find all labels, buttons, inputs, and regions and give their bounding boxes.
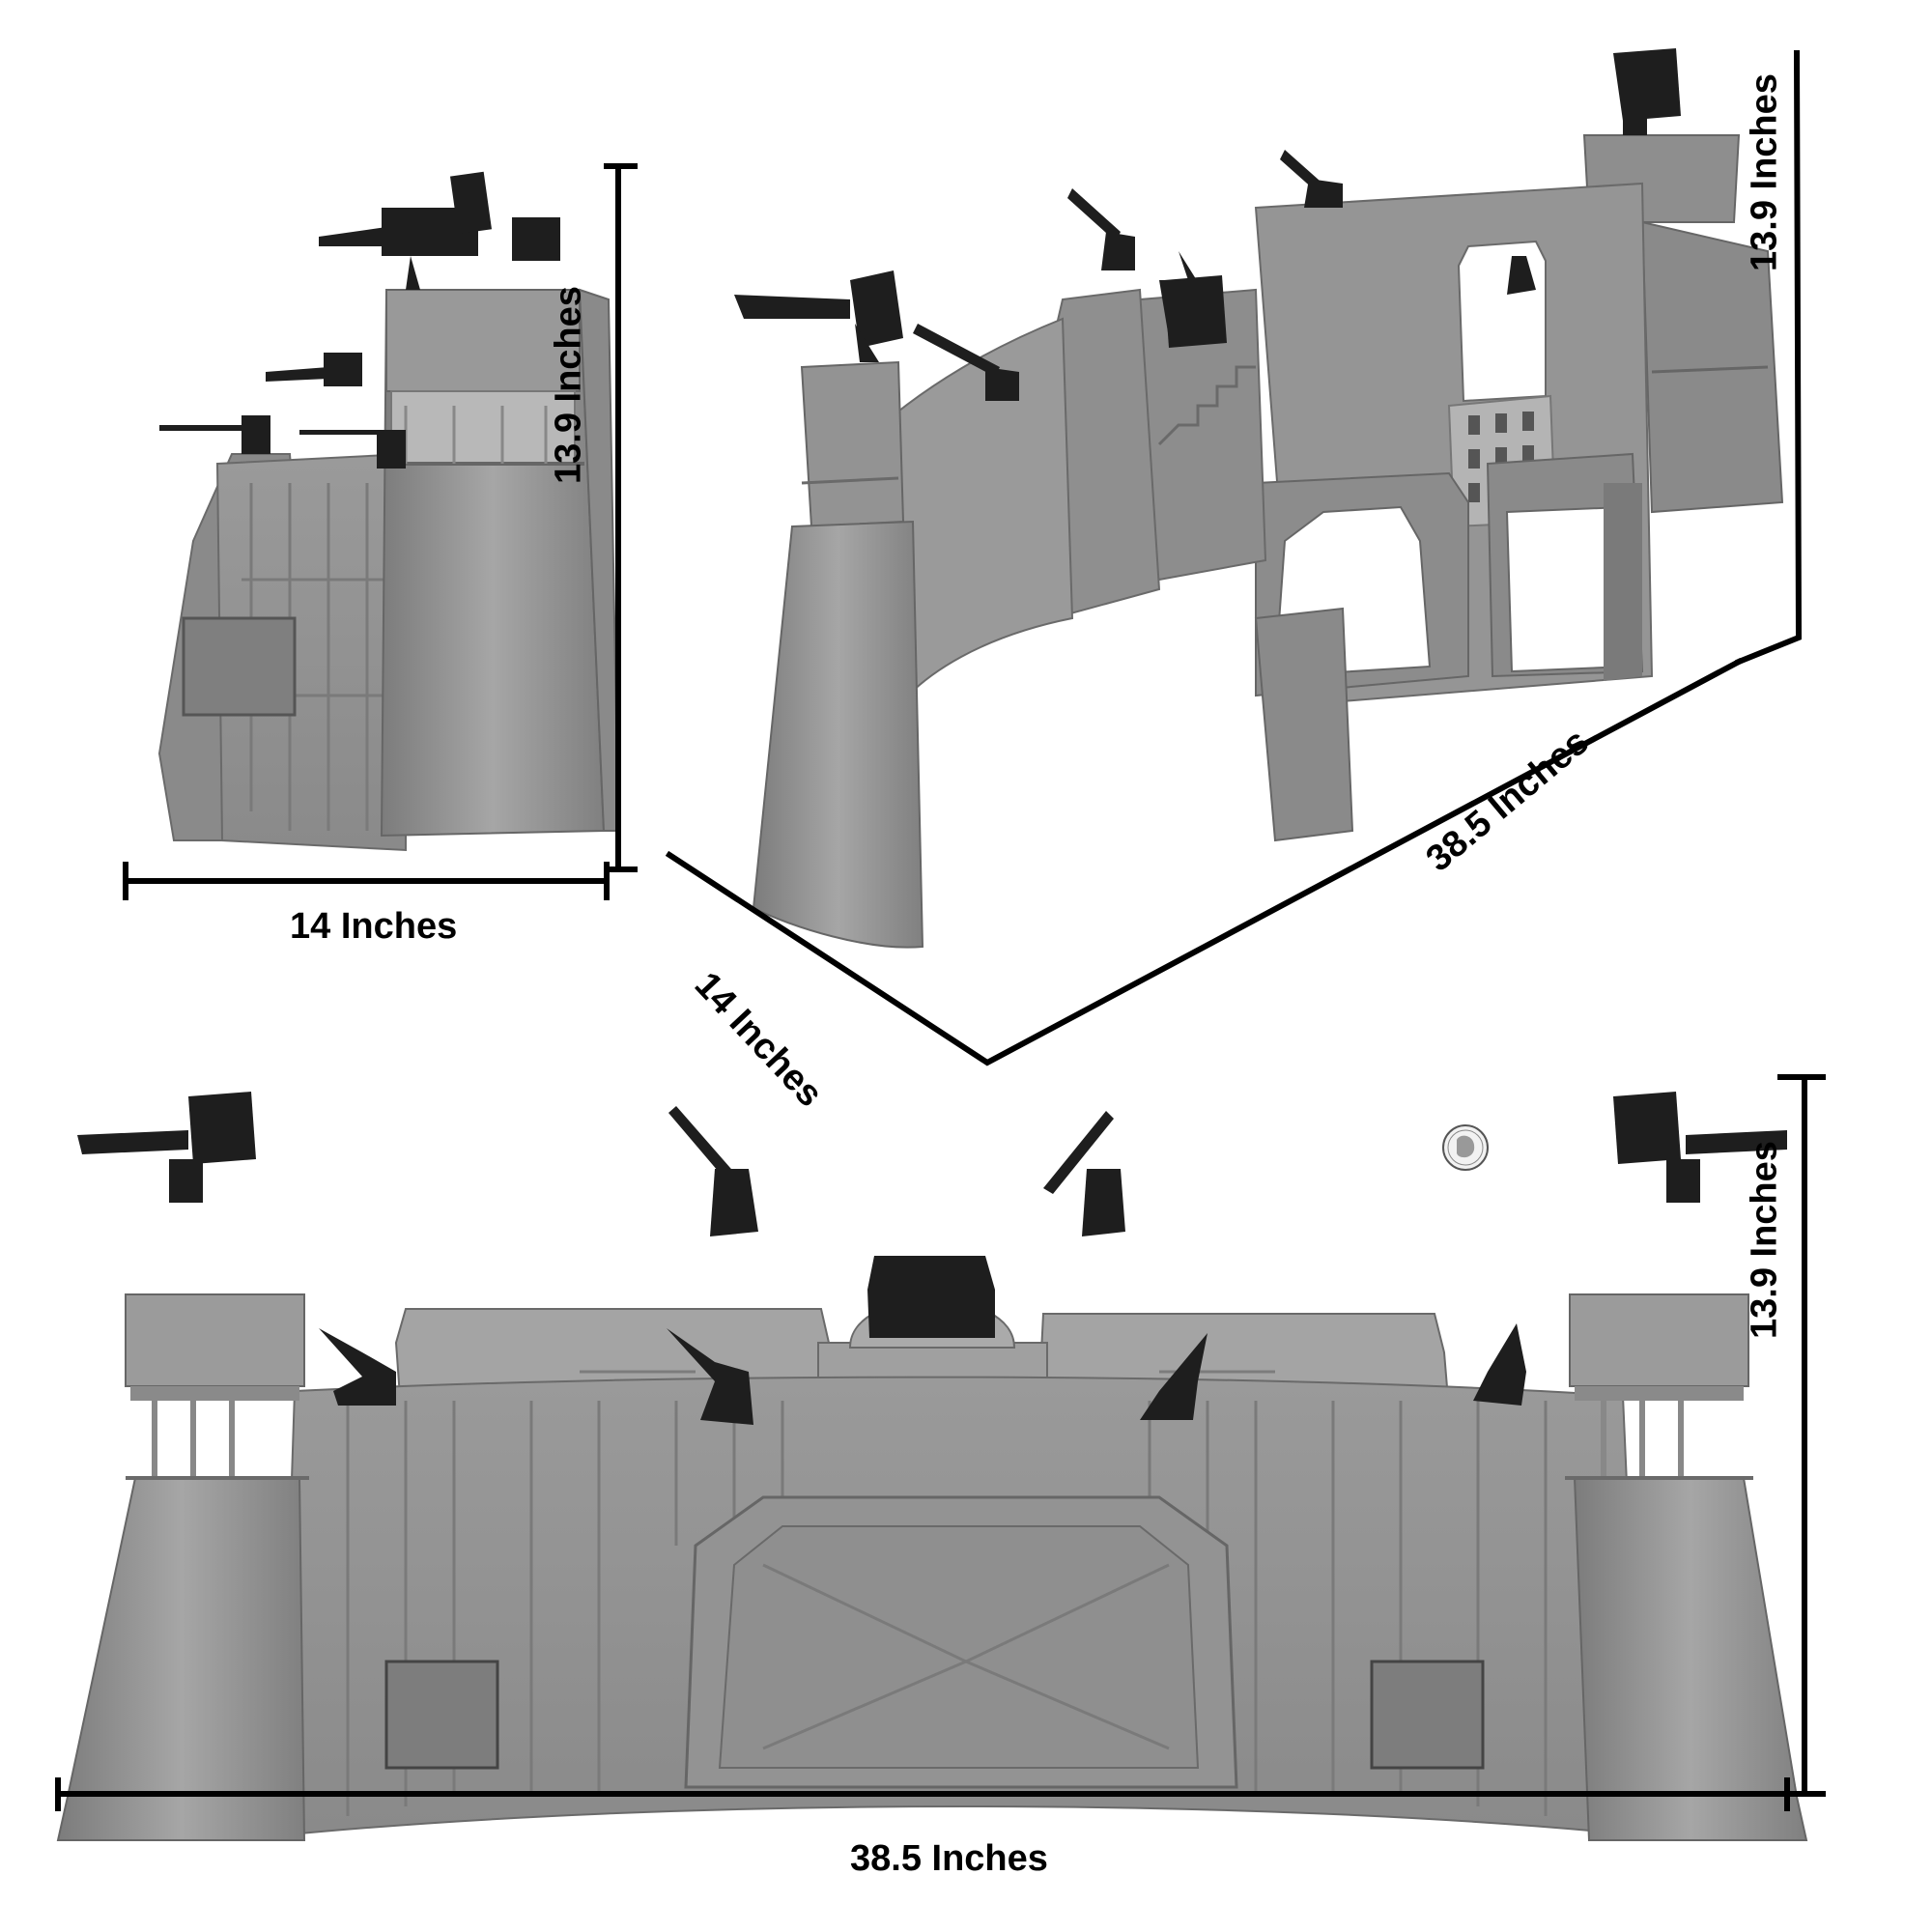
front-view-width-label: 38.5 Inches: [850, 1838, 1048, 1879]
isometric-dimension-lines: [665, 49, 1803, 1066]
quarter-coin-scale-reference: [1442, 1124, 1489, 1171]
front-view-dimension-lines: [55, 1074, 1826, 1811]
front-view-height-label: 13.9 Inches: [1744, 1141, 1785, 1339]
side-view-height-label: 13.9 Inches: [548, 286, 589, 484]
side-view-width-label: 14 Inches: [290, 906, 458, 947]
front-view-fortress: [56, 1092, 1808, 1841]
side-view-fortress: [157, 171, 620, 852]
side-view-dimension-lines: [123, 163, 638, 900]
isometric-height-label: 13.9 Inches: [1744, 73, 1785, 271]
isometric-view-fortress: [734, 48, 1784, 949]
